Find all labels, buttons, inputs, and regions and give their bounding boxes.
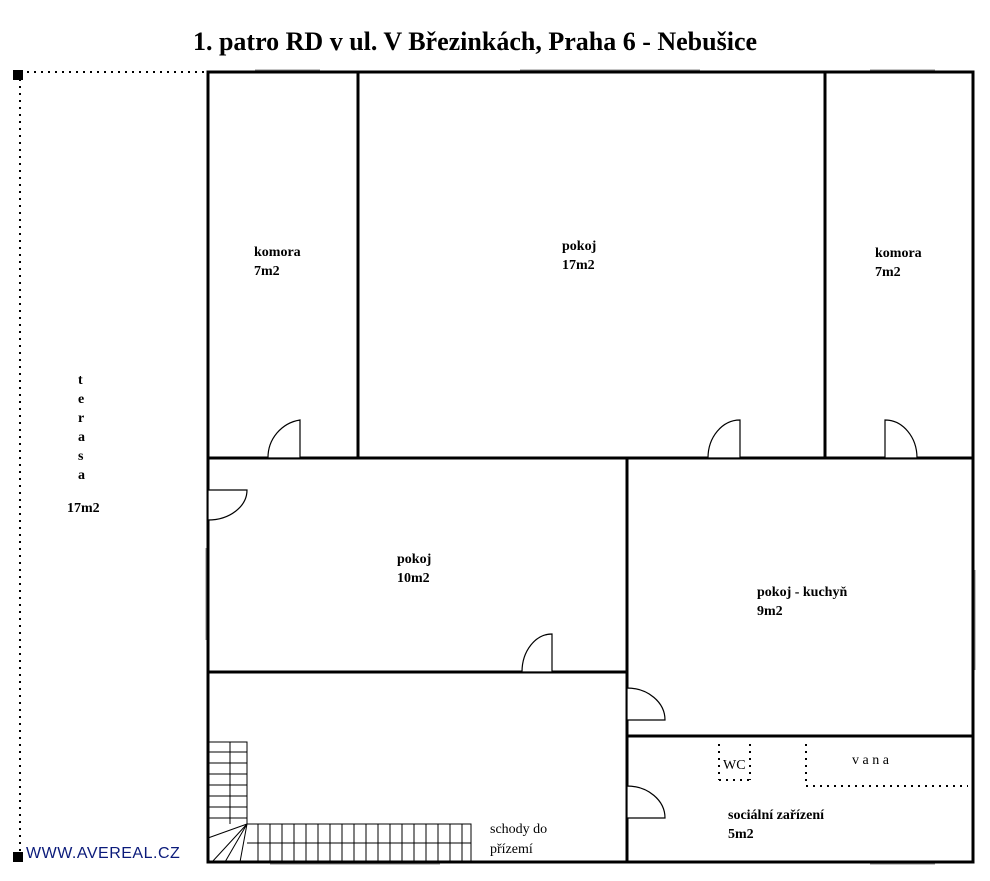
door-socialni [626, 785, 666, 819]
door-pokoj-mid [521, 633, 553, 673]
pokoj-mid-name: pokoj [397, 552, 431, 567]
pokoj-top-name: pokoj [562, 239, 596, 254]
pokoj-top-area: 17m2 [562, 258, 595, 273]
komora-right-area: 7m2 [875, 265, 901, 280]
watermark: WWW.AVEREAL.CZ [26, 845, 180, 862]
vana-label: v a n a [852, 753, 890, 768]
terasa-label: t e r a s a 17m2 [67, 373, 100, 516]
door-kuchyn [626, 687, 666, 721]
wc-label: WC [723, 758, 746, 773]
terasa-letter: a [78, 468, 85, 483]
interior-walls [206, 70, 975, 864]
komora-right-name: komora [875, 246, 922, 261]
windows [205, 69, 976, 865]
terasa-letter: a [78, 430, 85, 445]
komora-left-name: komora [254, 245, 301, 260]
bathtub-fixture [805, 744, 968, 787]
staircase [207, 741, 472, 863]
socialni-area: 5m2 [728, 827, 754, 842]
wc-fixture [718, 744, 751, 781]
terasa-letter: r [78, 411, 84, 426]
terasa-outline [13, 70, 208, 862]
door-komora-right [884, 419, 918, 459]
door-terasa [207, 489, 248, 521]
doors [207, 419, 918, 819]
outer-walls [206, 70, 975, 864]
plan-title: 1. patro RD v ul. V Březinkách, Praha 6 … [193, 27, 757, 56]
pokoj-mid-area: 10m2 [397, 571, 430, 586]
komora-left-area: 7m2 [254, 264, 280, 279]
terasa-letter: e [78, 392, 84, 407]
terasa-letter: s [78, 449, 84, 464]
schody-line1: schody do [490, 822, 547, 837]
schody-line2: přízemí [490, 842, 533, 857]
terasa-letter: t [78, 373, 83, 388]
pokoj-kuchyn-area: 9m2 [757, 604, 783, 619]
terasa-area: 17m2 [67, 501, 100, 516]
socialni-name: sociální zařízení [728, 808, 825, 823]
pokoj-kuchyn-name: pokoj - kuchyň [757, 585, 847, 600]
door-komora-left [267, 419, 301, 459]
door-pokoj-top [707, 419, 741, 459]
